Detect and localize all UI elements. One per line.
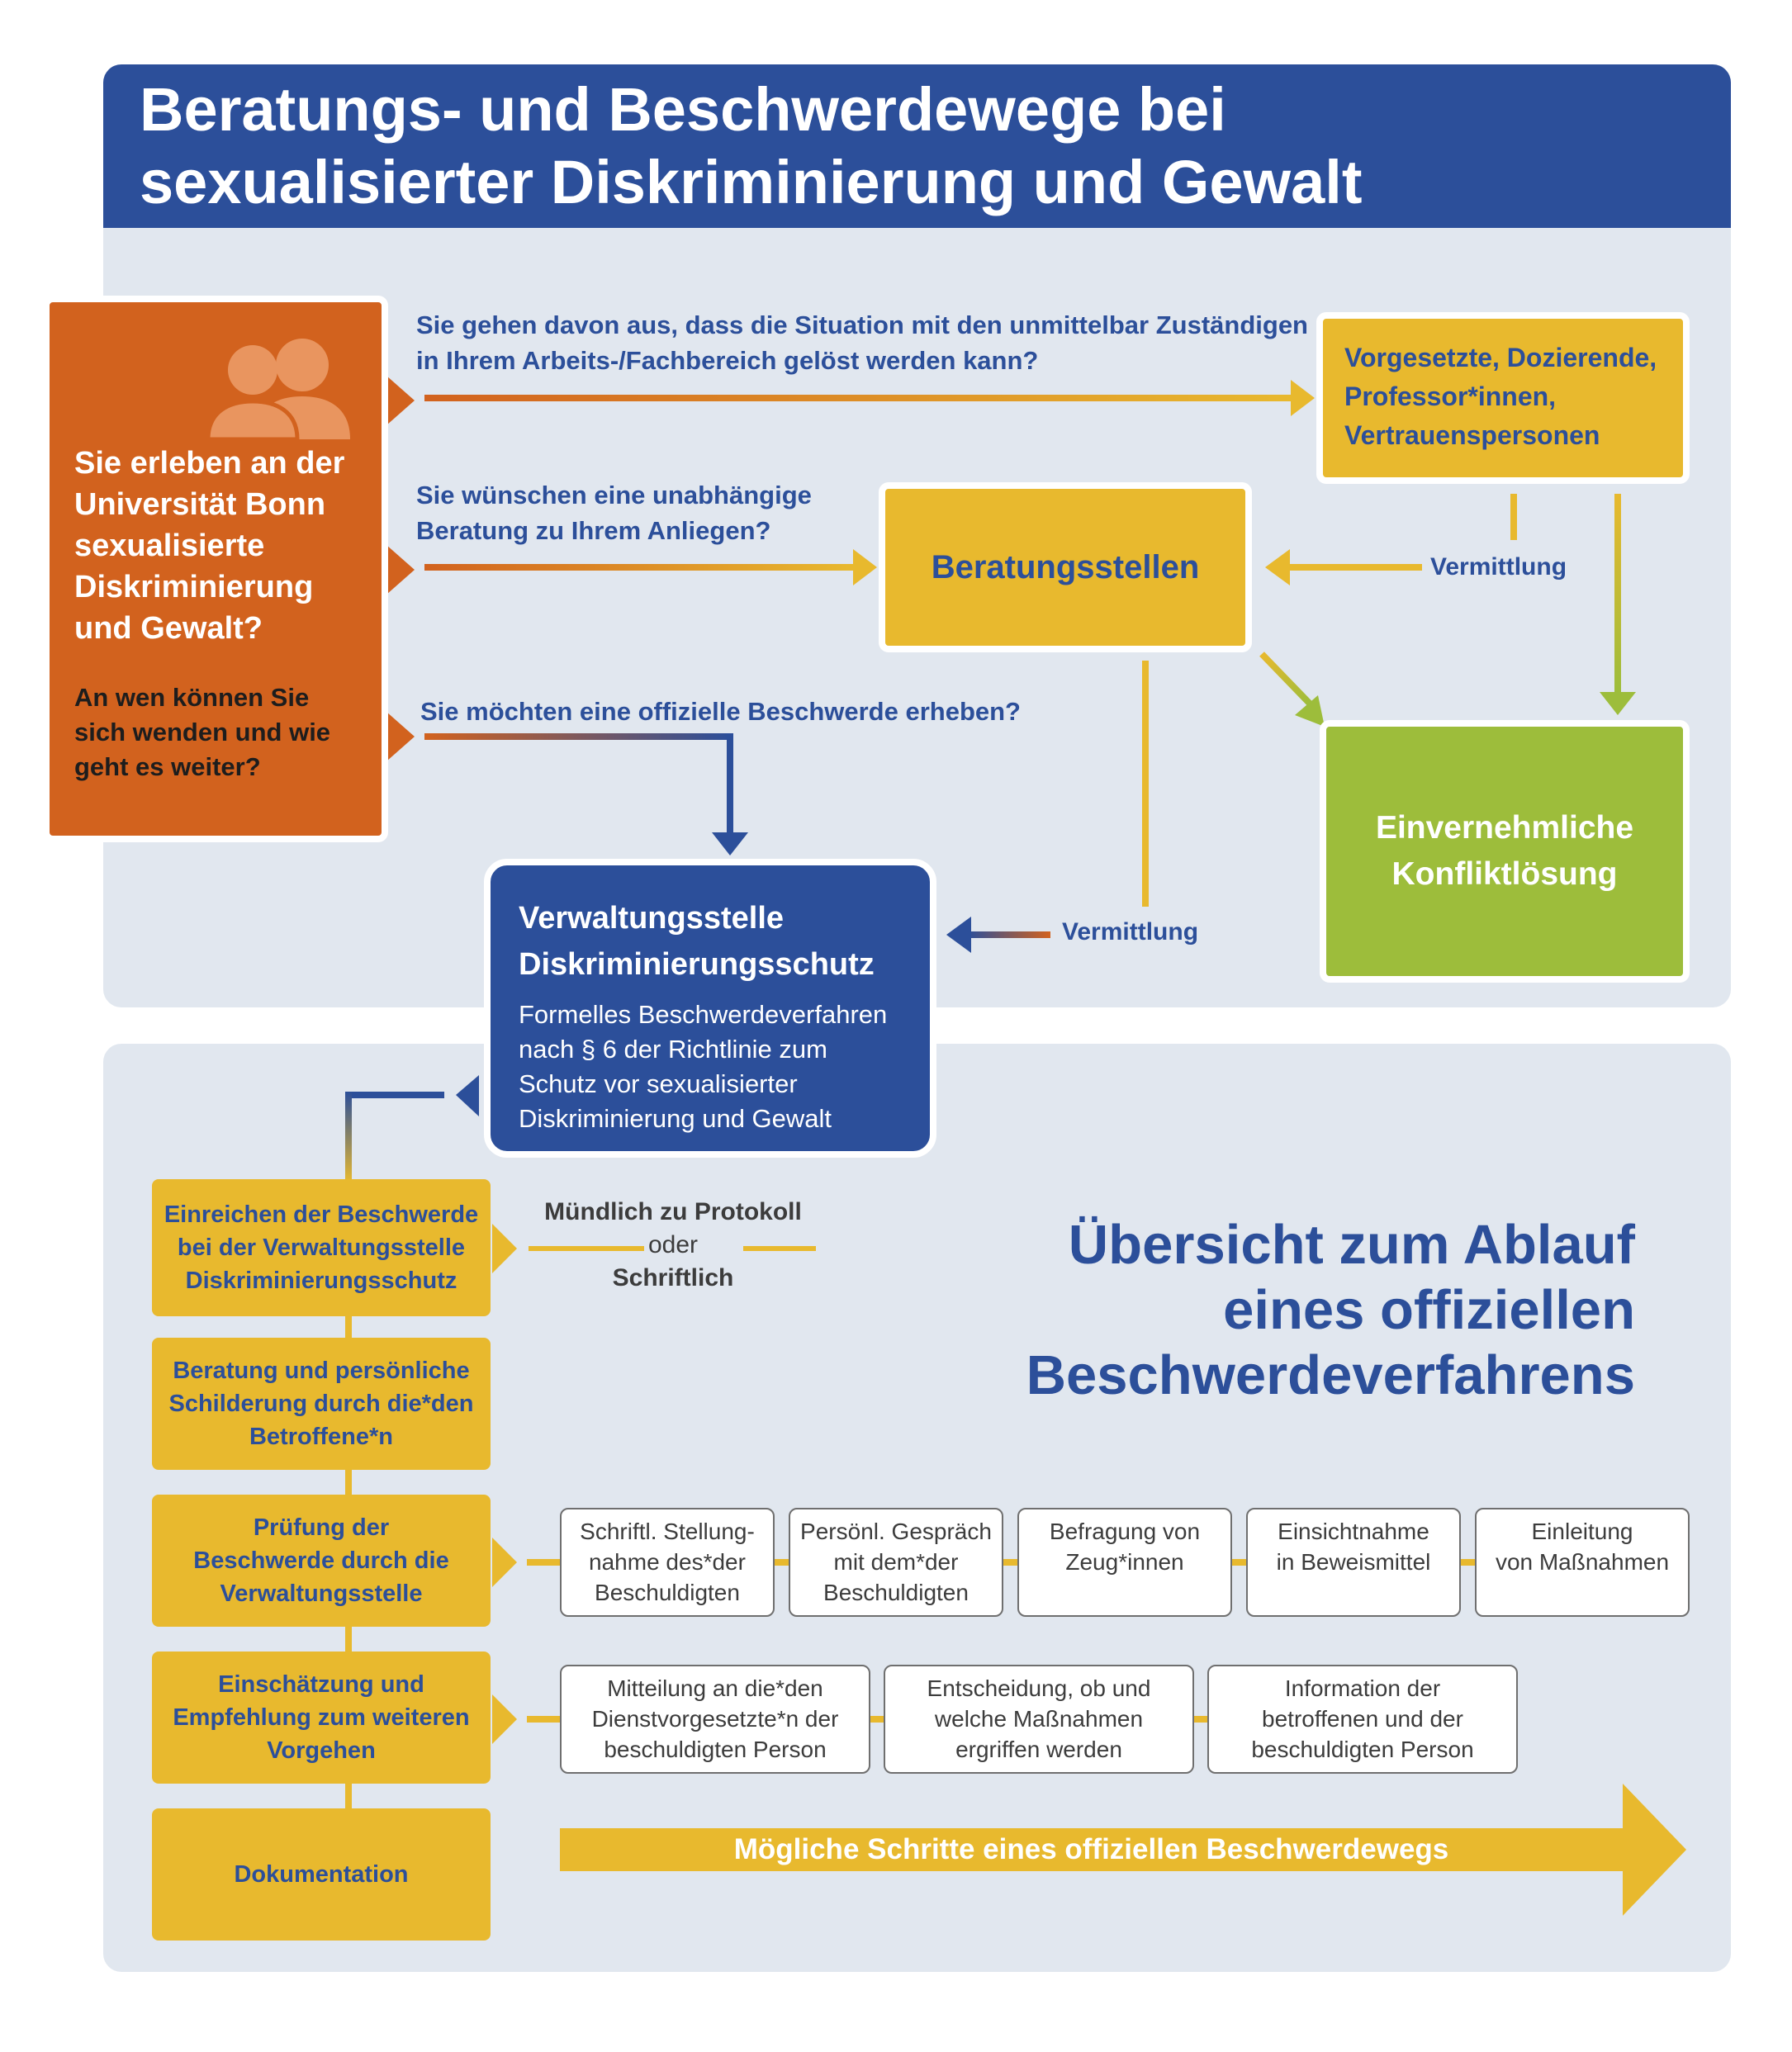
vermittlung1-vline [1510, 494, 1517, 540]
vermittlung1-hline [1288, 564, 1422, 571]
path1-line [424, 395, 1292, 401]
path3-arrowhead [712, 832, 748, 855]
start-pointer-2 [386, 545, 415, 595]
big-arrow-label: Mögliche Schritte eines offiziellen Besc… [733, 1833, 1449, 1865]
konfliktloesung-box: Einvernehmliche Konfliktlösung [1320, 720, 1690, 983]
empfehlung-substep-entscheidung: Entscheidung, ob und welche Maßnahmen er… [884, 1665, 1194, 1774]
vermittlung-label-1: Vermittlung [1430, 553, 1567, 581]
start-subquestion: An wen können Sie sich wenden und wie ge… [74, 683, 331, 781]
empfehlung-substep-information: Information der betroffenen und der besc… [1207, 1665, 1518, 1774]
path2-line [424, 564, 854, 571]
start-box: Sie erleben an der Universität Bonn sexu… [43, 296, 388, 842]
beratung-konflikt-arrowhead [1295, 695, 1325, 727]
submission-oder: oder [647, 1231, 699, 1258]
submission-mundlich: Mündlich zu Protokoll [544, 1198, 802, 1225]
path3-drop [727, 733, 733, 832]
vermittlung-label-2: Vermittlung [1062, 918, 1199, 945]
step-dokumentation: Dokumentation [152, 1808, 491, 1941]
verwaltungsstelle-box: Verwaltungsstelle Diskriminierungsschutz… [484, 859, 936, 1158]
path3-line [424, 733, 730, 740]
step4-pointer [492, 1694, 517, 1744]
step3-pointer [492, 1538, 517, 1587]
question-3: Sie möchten eine offizielle Beschwerde e… [420, 697, 1021, 726]
verwaltung-step-hline [345, 1092, 444, 1098]
page-title: Beratungs- und Beschwerdewege bei sexual… [140, 75, 1363, 216]
vermittlung2-vline [1142, 661, 1149, 907]
pruefung-substep-befragung: Befragung von Zeug*innen [1017, 1508, 1232, 1617]
page-title-banner: Beratungs- und Beschwerdewege bei sexual… [103, 64, 1731, 228]
vermittlung1-arrowhead [1265, 549, 1290, 585]
verwaltung-step-vline [345, 1092, 352, 1182]
pruefung-substep-gespraech: Persönl. Gespräch mit dem*der Beschuldig… [789, 1508, 1003, 1617]
path1-arrowhead [1291, 380, 1315, 416]
people-icon [206, 339, 350, 439]
submission-line-left [529, 1246, 644, 1251]
step-beratung: Beratung und persönliche Schilderung dur… [152, 1338, 491, 1470]
verwaltung-step-arrowhead [456, 1075, 479, 1116]
vorgesetzte-box: Vorgesetzte, Dozierende, Professor*innen… [1316, 312, 1690, 484]
vermittlung2-hline [968, 931, 1050, 938]
verwaltungsstelle-description: Formelles Beschwerdeverfahren nach § 6 d… [519, 1000, 888, 1133]
vorgesetzte-konflikt-arrowhead [1600, 692, 1636, 715]
pruefung-substep-einsichtnahme: Einsichtnahme in Beweismittel [1246, 1508, 1461, 1617]
konfliktloesung-label: Einvernehmliche Konfliktlösung [1375, 810, 1634, 892]
vorgesetzte-konflikt-line [1614, 494, 1621, 692]
step-einreichen: Einreichen der Beschwerde bei der Verwal… [152, 1179, 491, 1316]
step-pruefung: Prüfung der Beschwerde durch die Verwalt… [152, 1495, 491, 1627]
question-2: Sie wünschen eine unabhängige Beratung z… [416, 481, 812, 545]
beratung-konflikt-line [1259, 652, 1312, 706]
beratungsstellen-label: Beratungsstellen [931, 548, 1200, 585]
start-pointer-3 [386, 712, 415, 761]
path2-arrowhead [853, 549, 877, 585]
submission-line-right [743, 1246, 816, 1251]
step-empfehlung: Einschätzung und Empfehlung zum weiteren… [152, 1652, 491, 1784]
start-question: Sie erleben an der Universität Bonn sexu… [74, 446, 345, 646]
pruefung-substep-stellungnahme: Schriftl. Stellung- nahme des*der Beschu… [560, 1508, 775, 1617]
beratungsstellen-box: Beratungsstellen [879, 482, 1252, 652]
submission-schriftlich: Schriftlich [612, 1264, 734, 1291]
overview-title: Übersicht zum Ablauf eines offiziellen B… [1026, 1214, 1635, 1406]
pruefung-substep-einleitung: Einleitung von Maßnahmen [1475, 1508, 1690, 1617]
empfehlung-substep-mitteilung: Mitteilung an die*den Dienstvorgesetzte*… [560, 1665, 870, 1774]
step1-pointer [492, 1224, 517, 1273]
vermittlung2-arrowhead [946, 917, 971, 953]
submission-options: Mündlich zu Protokoll oder Schriftlich [529, 1196, 818, 1295]
verwaltungsstelle-title: Verwaltungsstelle Diskriminierungsschutz [519, 901, 875, 982]
vorgesetzte-label: Vorgesetzte, Dozierende, Professor*innen… [1344, 343, 1657, 450]
big-arrow [560, 1784, 1686, 1916]
question-1: Sie gehen davon aus, dass die Situation … [416, 310, 1308, 375]
start-pointer-1 [386, 376, 415, 425]
